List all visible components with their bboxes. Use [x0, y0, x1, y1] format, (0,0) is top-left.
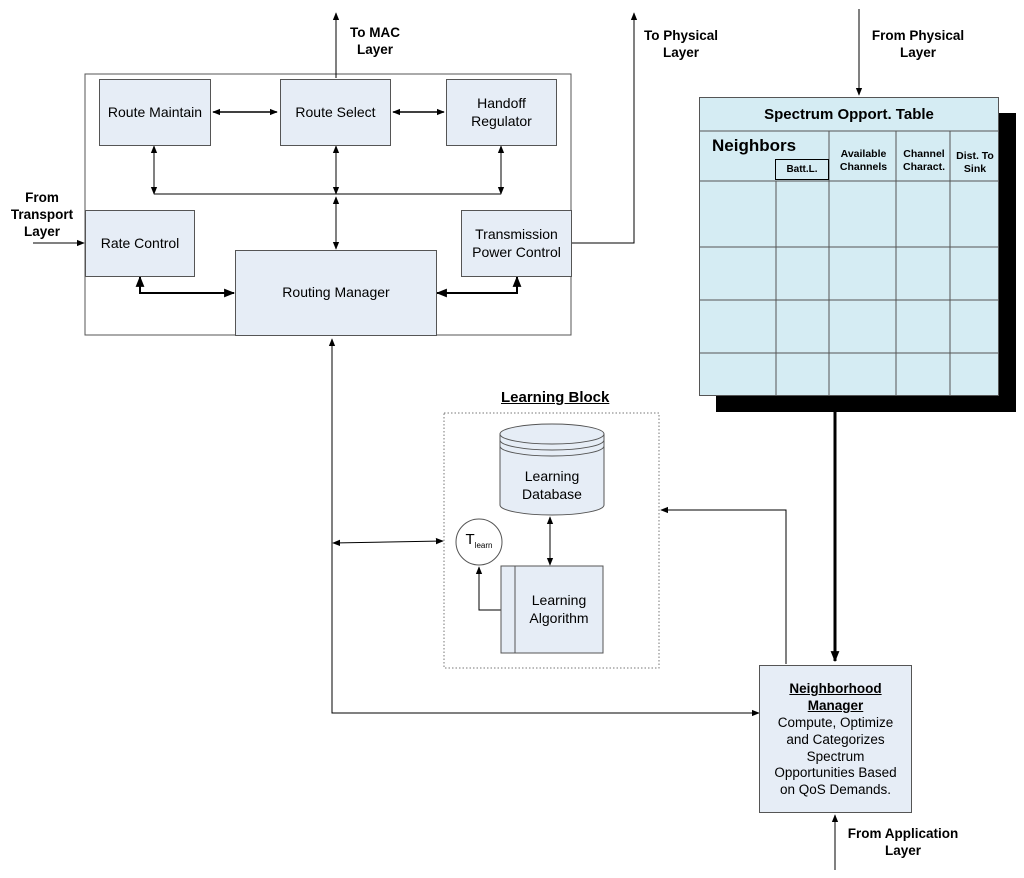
- learning-database-label: Learning Database: [522, 468, 582, 502]
- label-from-transport: From Transport Layer: [10, 190, 74, 239]
- arrow-to-physical: [571, 12, 638, 244]
- spectrum-table-title: Spectrum Opport. Table: [764, 106, 934, 123]
- learning-algorithm-box: [500, 565, 604, 654]
- available-channels-header: Available Channels: [839, 148, 888, 173]
- arrow-power-routing: [435, 275, 522, 298]
- label-to-physical: To Physical Layer: [643, 28, 719, 60]
- neighborhood-manager-box: Neighborhood Manager Compute, Optimize a…: [759, 665, 912, 813]
- arrow-rate-routing: [135, 275, 236, 298]
- handoff-regulator-box: Handoff Regulator: [446, 79, 557, 146]
- routing-manager-box: Routing Manager: [235, 250, 437, 336]
- label-to-mac: To MAC Layer: [350, 25, 400, 57]
- learning-block-title: Learning Block: [501, 389, 610, 406]
- transmission-power-control-box: Transmission Power Control: [461, 210, 572, 277]
- t-learn-circle: [455, 518, 503, 566]
- neighborhood-manager-description: Compute, Optimize and Categorizes Spectr…: [774, 714, 897, 798]
- route-maintain-box: Route Maintain: [99, 79, 211, 146]
- learning-algorithm-label: Learning Algorithm: [529, 592, 589, 626]
- rate-control-box: Rate Control: [85, 210, 195, 277]
- t-learn-label: Tlearn: [456, 531, 502, 550]
- t-learn-subscript: learn: [474, 541, 493, 550]
- spectrum-opportunity-table: Spectrum Opport. Table Neighbors Batt.L.…: [699, 97, 999, 396]
- arrow-algorithm-tlearn: [475, 566, 501, 611]
- t-learn-main: T: [465, 531, 475, 548]
- arrow-routing-neighborhood: [328, 338, 760, 717]
- label-from-application: From Application Layer: [847, 826, 959, 858]
- neighborhood-manager-title: Neighborhood Manager: [789, 681, 882, 713]
- route-select-box: Route Select: [280, 79, 391, 146]
- learning-database-cylinder: [499, 423, 605, 516]
- arrow-routing-tlearn: [332, 537, 444, 547]
- battery-level-header: Batt.L.: [775, 159, 829, 180]
- label-from-physical: From Physical Layer: [871, 28, 965, 60]
- neighbors-column-header: Neighbors: [712, 136, 797, 155]
- distance-to-sink-header: Dist. To Sink: [956, 150, 994, 175]
- arrow-neighborhood-learning: [660, 506, 787, 664]
- channel-characteristics-header: Channel Charact.: [902, 148, 945, 173]
- spectrum-table-grid: [699, 130, 999, 396]
